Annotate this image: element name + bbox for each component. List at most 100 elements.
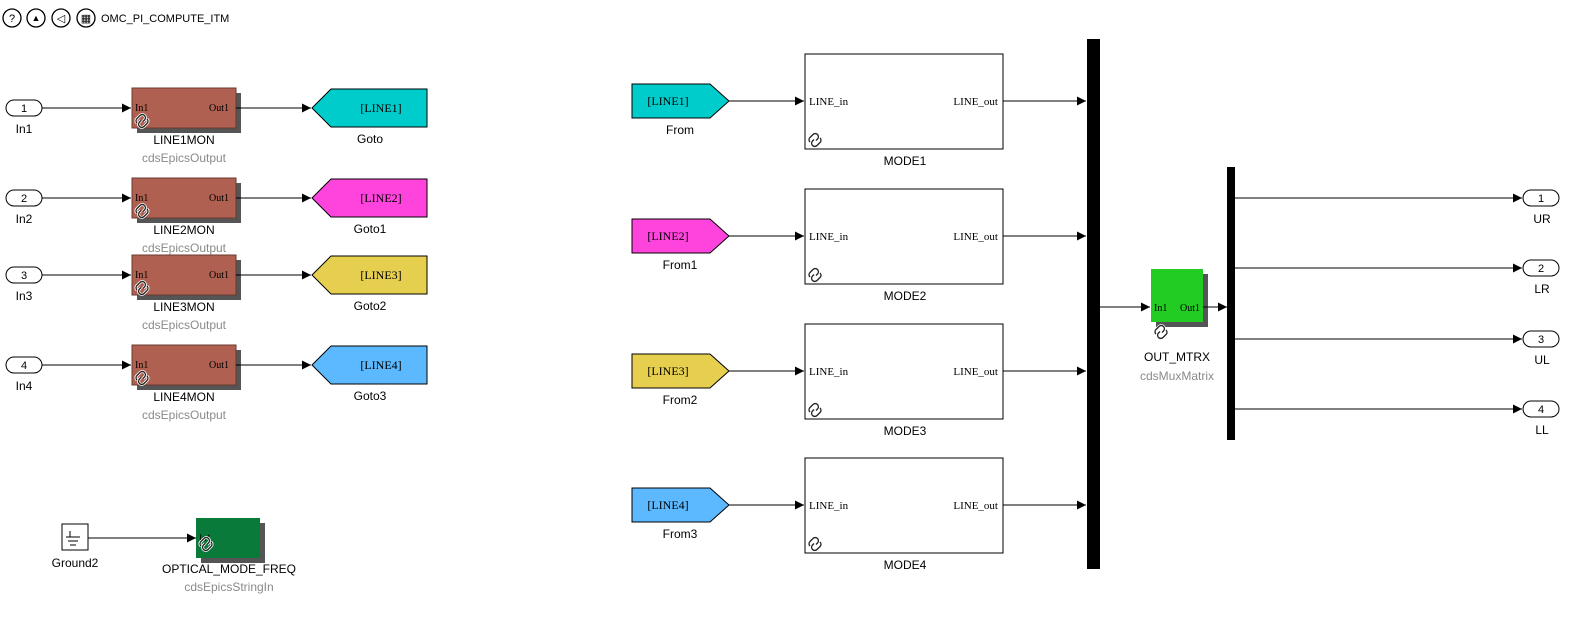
epics-output-label: LINE4MON (153, 390, 214, 404)
from-block[interactable]: [LINE2] (631, 218, 730, 254)
ground-block[interactable] (61, 523, 89, 551)
goto-shape (311, 255, 428, 295)
outport-label: LR (1534, 282, 1550, 296)
epics-out-port: Out1 (209, 103, 229, 114)
from-shape (631, 353, 730, 389)
goto-tag: [LINE3] (360, 268, 401, 282)
from-block[interactable]: [LINE1] (631, 83, 730, 119)
epics-in-port: In1 (135, 360, 148, 371)
epics-output-label: LINE2MON (153, 223, 214, 237)
mux-bar[interactable] (1087, 39, 1100, 569)
inport-label: In3 (16, 289, 33, 303)
mode-out-port: LINE_out (953, 500, 998, 512)
epics-output-block[interactable]: In1 Out1 (131, 87, 241, 133)
epics-output-library: cdsEpicsOutput (142, 241, 227, 255)
from-block[interactable]: [LINE4] (631, 487, 730, 523)
goto-block[interactable]: [LINE2] (311, 178, 428, 218)
goto-label: Goto3 (354, 389, 387, 403)
epics-out-port: Out1 (209, 193, 229, 204)
model-title: OMC_PI_COMPUTE_ITM (101, 13, 229, 25)
epics-in-port: In1 (135, 270, 148, 281)
from-label: From1 (663, 258, 698, 272)
outport-3[interactable]: 3 (1522, 330, 1560, 348)
goto-block[interactable]: [LINE4] (311, 345, 428, 385)
epics-output-library: cdsEpicsOutput (142, 408, 227, 422)
mode-out-port: LINE_out (953, 231, 998, 243)
inport-3[interactable]: 3 (5, 266, 43, 284)
inport-2[interactable]: 2 (5, 189, 43, 207)
goto-tag: [LINE1] (360, 101, 401, 115)
mode-body (804, 188, 1004, 285)
goto-tag: [LINE4] (360, 358, 401, 372)
from-tag: [LINE3] (647, 364, 688, 378)
inport-label: In1 (16, 122, 33, 136)
overview-icon[interactable]: ▦ (76, 8, 96, 28)
mode-label: MODE3 (884, 424, 927, 438)
epics-output-block[interactable]: In1 Out1 (131, 254, 241, 300)
outport-2[interactable]: 2 (1522, 259, 1560, 277)
outport-label: UL (1534, 353, 1550, 367)
goto-shape (311, 88, 428, 128)
mode-body (804, 457, 1004, 554)
goto-shape (311, 178, 428, 218)
inport-4[interactable]: 4 (5, 356, 43, 374)
epics-output-block[interactable]: In1 Out1 (131, 177, 241, 223)
back-icon[interactable]: ◁ (51, 8, 71, 28)
outport-label: UR (1533, 212, 1551, 226)
mode-in-port: LINE_in (809, 366, 849, 378)
mode-subsystem[interactable]: LINE_in LINE_out (804, 53, 1004, 150)
up-glyph: ▲ (32, 13, 41, 23)
out-matrix-label: OUT_MTRX (1144, 350, 1210, 364)
outport-4[interactable]: 4 (1522, 400, 1560, 418)
epics-output-label: LINE1MON (153, 133, 214, 147)
from-label: From3 (663, 527, 698, 541)
inport-number: 2 (21, 193, 27, 205)
mode-out-port: LINE_out (953, 96, 998, 108)
from-shape (631, 218, 730, 254)
goto-block[interactable]: [LINE1] (311, 88, 428, 128)
epics-in-port: In1 (135, 193, 148, 204)
inport-number: 4 (21, 360, 27, 372)
outport-1[interactable]: 1 (1522, 189, 1560, 207)
epics-out-port: Out1 (209, 270, 229, 281)
goto-label: Goto (357, 132, 383, 146)
inport-label: In4 (16, 379, 33, 393)
link-icon (1153, 324, 1169, 340)
outport-oval (1522, 189, 1560, 207)
mode-in-port: LINE_in (809, 96, 849, 108)
ground-label: Ground2 (52, 556, 99, 570)
string-in-library: cdsEpicsStringIn (184, 580, 273, 594)
outport-label: LL (1535, 423, 1549, 437)
mode-body (804, 323, 1004, 420)
toolbar: ? ▲ ◁ ▦ OMC_PI_COMPUTE_ITM (2, 8, 229, 28)
outport-number: 2 (1538, 263, 1544, 275)
out-matrix-library: cdsMuxMatrix (1140, 369, 1214, 383)
string-in-block[interactable]: In1 (196, 518, 265, 563)
from-label: From (666, 123, 694, 137)
outport-oval (1522, 330, 1560, 348)
outport-oval (1522, 259, 1560, 277)
out-matrix-block[interactable]: In1 Out1 (1151, 269, 1208, 340)
epics-in-port: In1 (135, 103, 148, 114)
goto-label: Goto1 (354, 222, 387, 236)
up-icon[interactable]: ▲ (26, 8, 46, 28)
goto-label: Goto2 (354, 299, 387, 313)
inport-1[interactable]: 1 (5, 99, 43, 117)
goto-shape (311, 345, 428, 385)
inport-number: 3 (21, 270, 27, 282)
from-block[interactable]: [LINE3] (631, 353, 730, 389)
mode-label: MODE2 (884, 289, 927, 303)
outport-oval (1522, 400, 1560, 418)
out-matrix-in-port: In1 (1154, 303, 1167, 314)
goto-block[interactable]: [LINE3] (311, 255, 428, 295)
demux-bar[interactable] (1227, 167, 1235, 440)
help-glyph: ? (9, 13, 15, 25)
help-icon[interactable]: ? (2, 8, 22, 28)
epics-output-label: LINE3MON (153, 300, 214, 314)
